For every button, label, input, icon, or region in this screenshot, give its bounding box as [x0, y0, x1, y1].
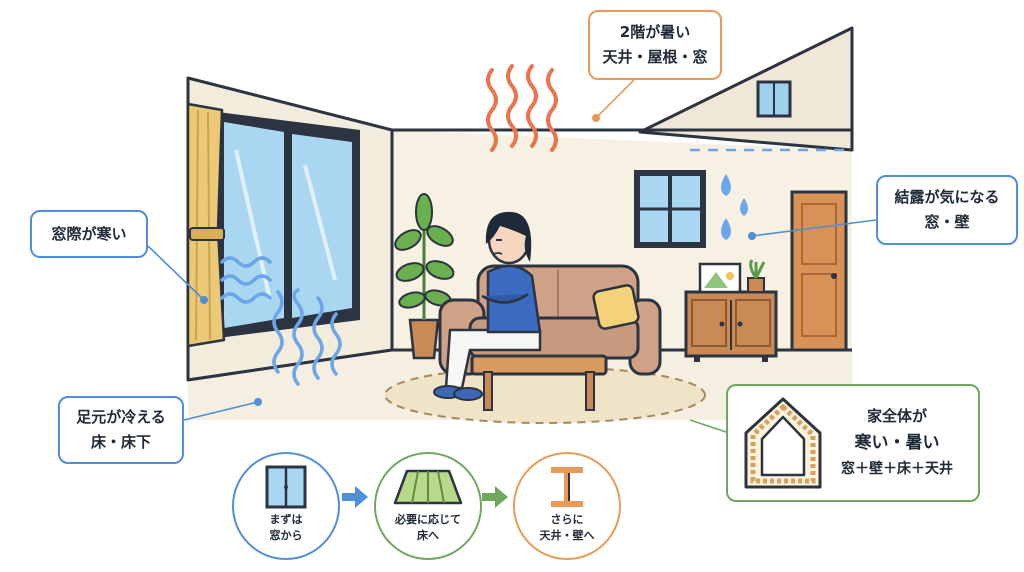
condensation-title: 結露が気になる — [894, 188, 1000, 207]
step-3-line2: 天井・壁へ — [539, 528, 595, 542]
arrow-right-icon — [482, 486, 508, 508]
whole-house-line2: 寒い・暑い — [854, 433, 940, 454]
step-1-line1: まずは — [269, 513, 303, 526]
step-2-line2: 床へ — [417, 528, 439, 542]
cold-waves-icon — [220, 256, 272, 304]
window-icon — [265, 465, 307, 509]
step-floor-next: 必要に応じて 床へ — [374, 452, 482, 560]
whole-house-callout: 家全体が 寒い・暑い 窓＋壁＋床＋天井 — [726, 384, 980, 502]
condensation-callout: 結露が気になる 窓・壁 — [876, 175, 1018, 245]
window-cold-callout: 窓際が寒い — [30, 210, 148, 258]
wall-window — [634, 170, 706, 248]
sideboard — [684, 259, 778, 362]
heat-waves-icon — [486, 64, 558, 152]
callout-connectors — [147, 79, 877, 433]
curtain — [186, 102, 226, 348]
step-ceiling-wall: さらに 天井・壁へ — [513, 452, 621, 560]
potted-plant — [394, 193, 455, 360]
step-window-first: まずは 窓から — [232, 452, 340, 560]
attic-gable — [638, 26, 854, 152]
upstairs-hot-title: 2階が暑い — [619, 23, 691, 42]
droplet-icon — [721, 174, 748, 240]
feet-cold-parts: 床・床下 — [90, 433, 151, 451]
door — [790, 190, 848, 352]
feet-cold-title: 足元が冷える — [76, 408, 166, 427]
cold-rising-icon — [272, 288, 342, 386]
whole-house-parts: 窓＋壁＋床＋天井 — [841, 461, 953, 478]
attic-window — [756, 80, 792, 118]
step-1-line2: 窓から — [269, 528, 303, 542]
person — [433, 211, 542, 401]
condensation-parts: 窓・壁 — [924, 213, 970, 231]
house-insulation-icon — [744, 397, 822, 489]
floor-icon — [393, 469, 463, 505]
arrow-right-icon — [342, 486, 368, 508]
step-2-line1: 必要に応じて — [395, 513, 461, 526]
upstairs-hot-parts: 天井・屋根・窓 — [602, 48, 708, 66]
rug — [384, 366, 706, 424]
ceiling-wall-icon — [551, 467, 583, 507]
window-cold-title: 窓際が寒い — [51, 224, 127, 243]
large-window — [218, 112, 360, 338]
upstairs-hot-callout: 2階が暑い 天井・屋根・窓 — [588, 10, 722, 80]
feet-cold-callout: 足元が冷える 床・床下 — [58, 396, 184, 464]
whole-house-line1: 家全体が — [866, 406, 927, 425]
coffee-table — [470, 354, 608, 411]
step-3-line1: さらに — [550, 513, 584, 526]
